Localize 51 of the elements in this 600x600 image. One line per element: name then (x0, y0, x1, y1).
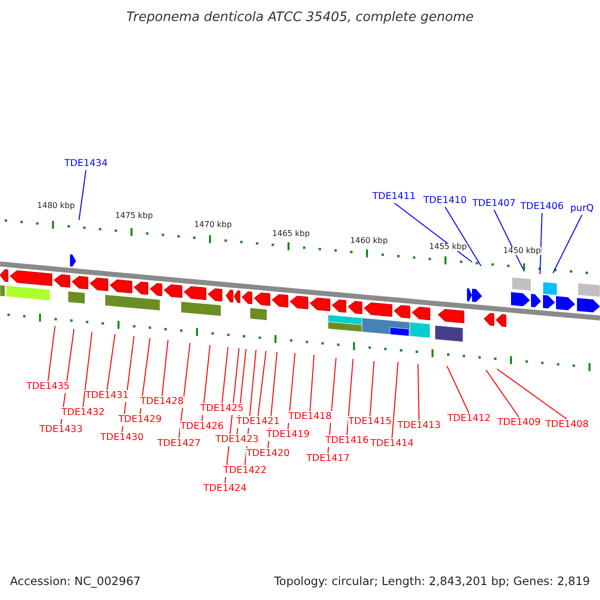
gene-label: TDE1421 (236, 416, 280, 428)
leader-line (258, 350, 266, 417)
scale-label: 1480 kbp (37, 202, 75, 210)
footer-text: Topology: circular; Length: 2,843,201 bp; Genes: 2,819 (274, 576, 590, 588)
scale-label: 1470 kbp (194, 221, 232, 229)
leader-line (494, 209, 524, 270)
leader-line (552, 214, 582, 274)
leader-line (162, 340, 168, 397)
scale-label: 1455 kbp (429, 243, 467, 251)
gene-label: TDE1434 (64, 158, 108, 170)
gene-label: TDE1420 (246, 448, 290, 460)
leader-line (310, 354, 314, 412)
gene-label: TDE1419 (266, 429, 310, 441)
scale-label: 1460 kbp (350, 237, 388, 245)
gene-label: TDE1411 (372, 191, 416, 203)
gene-label: TDE1415 (348, 416, 392, 428)
gene-label: TDE1406 (520, 201, 564, 213)
leader-line (346, 358, 354, 436)
gene-label: TDE1423 (215, 434, 259, 446)
leader-line (444, 206, 482, 266)
scale-label: 1465 kbp (272, 230, 310, 238)
title: Treponema denticola ATCC 35405, complete genome (125, 11, 475, 24)
leader-line (48, 326, 56, 382)
leader-line (82, 332, 92, 408)
leader-line (418, 364, 420, 421)
leader-line (486, 370, 520, 418)
gene-label: TDE1428 (140, 396, 184, 408)
leader-line (78, 169, 86, 220)
leader-line (540, 212, 542, 274)
footer-text: Accession: NC_002967 (10, 576, 141, 588)
scale-label: 1475 kbp (115, 212, 153, 220)
gene-label: TDE1407 (472, 198, 516, 210)
gene-label: TDE1416 (325, 435, 369, 447)
gene-label: TDE1432 (61, 407, 105, 419)
gene-label: TDE1426 (180, 421, 224, 433)
leader-line (446, 366, 470, 414)
gene-label: TDE1435 (26, 381, 70, 393)
gene-label: TDE1410 (423, 195, 467, 207)
leader-line (392, 362, 398, 439)
gene-label: TDE1422 (223, 465, 267, 477)
leader-line (370, 360, 374, 417)
gene-label: TDE1431 (85, 390, 129, 402)
gene-label: purQ (570, 203, 594, 215)
gene-label: TDE1418 (288, 411, 332, 423)
leader-line (222, 346, 228, 404)
leader-line (394, 202, 472, 262)
leader-line (496, 368, 568, 420)
gene-label: TDE1429 (118, 414, 162, 426)
scale-label: 1450 kbp (503, 247, 541, 255)
leader-line (106, 334, 116, 391)
gene-label: TDE1425 (200, 403, 244, 415)
